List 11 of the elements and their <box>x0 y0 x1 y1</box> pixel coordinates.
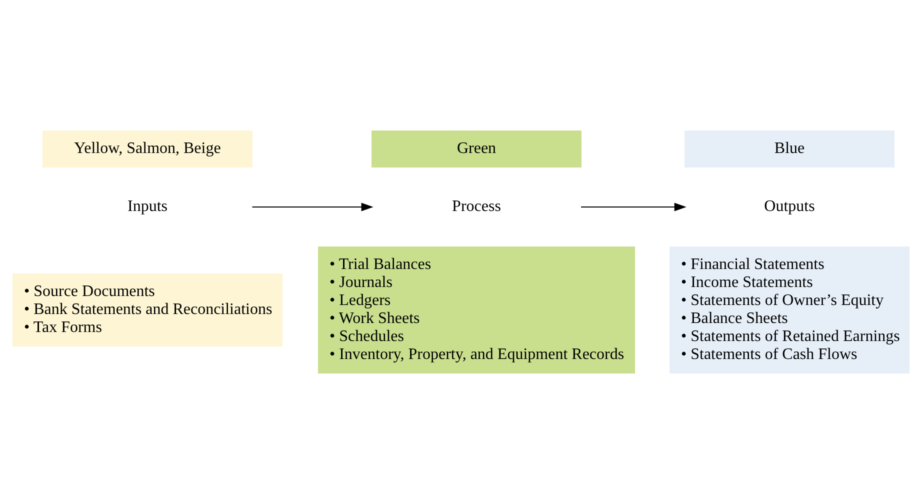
node-text: Inputs <box>128 198 168 215</box>
arrow <box>252 202 374 212</box>
node-box: • Trial Balances • Journals • Ledgers • Work Sheets • Schedules • Inventory, Property, and Equipment Records <box>318 246 635 374</box>
node-box: Green <box>372 130 582 168</box>
node-box: Yellow, Salmon, Beige <box>42 130 252 168</box>
node-box: • Financial Statements • Income Statements • Statements of Owner’s Equity • Balance Sheets • Statements of Retained Earnings • Statements of Cash Flows <box>670 246 910 374</box>
node-box: Blue <box>684 130 894 168</box>
arrow <box>580 202 686 212</box>
node-text: Outputs <box>764 198 815 215</box>
node-text: Process <box>452 198 501 215</box>
node-box: • Source Documents • Bank Statements and Reconciliations • Tax Forms <box>12 274 282 346</box>
